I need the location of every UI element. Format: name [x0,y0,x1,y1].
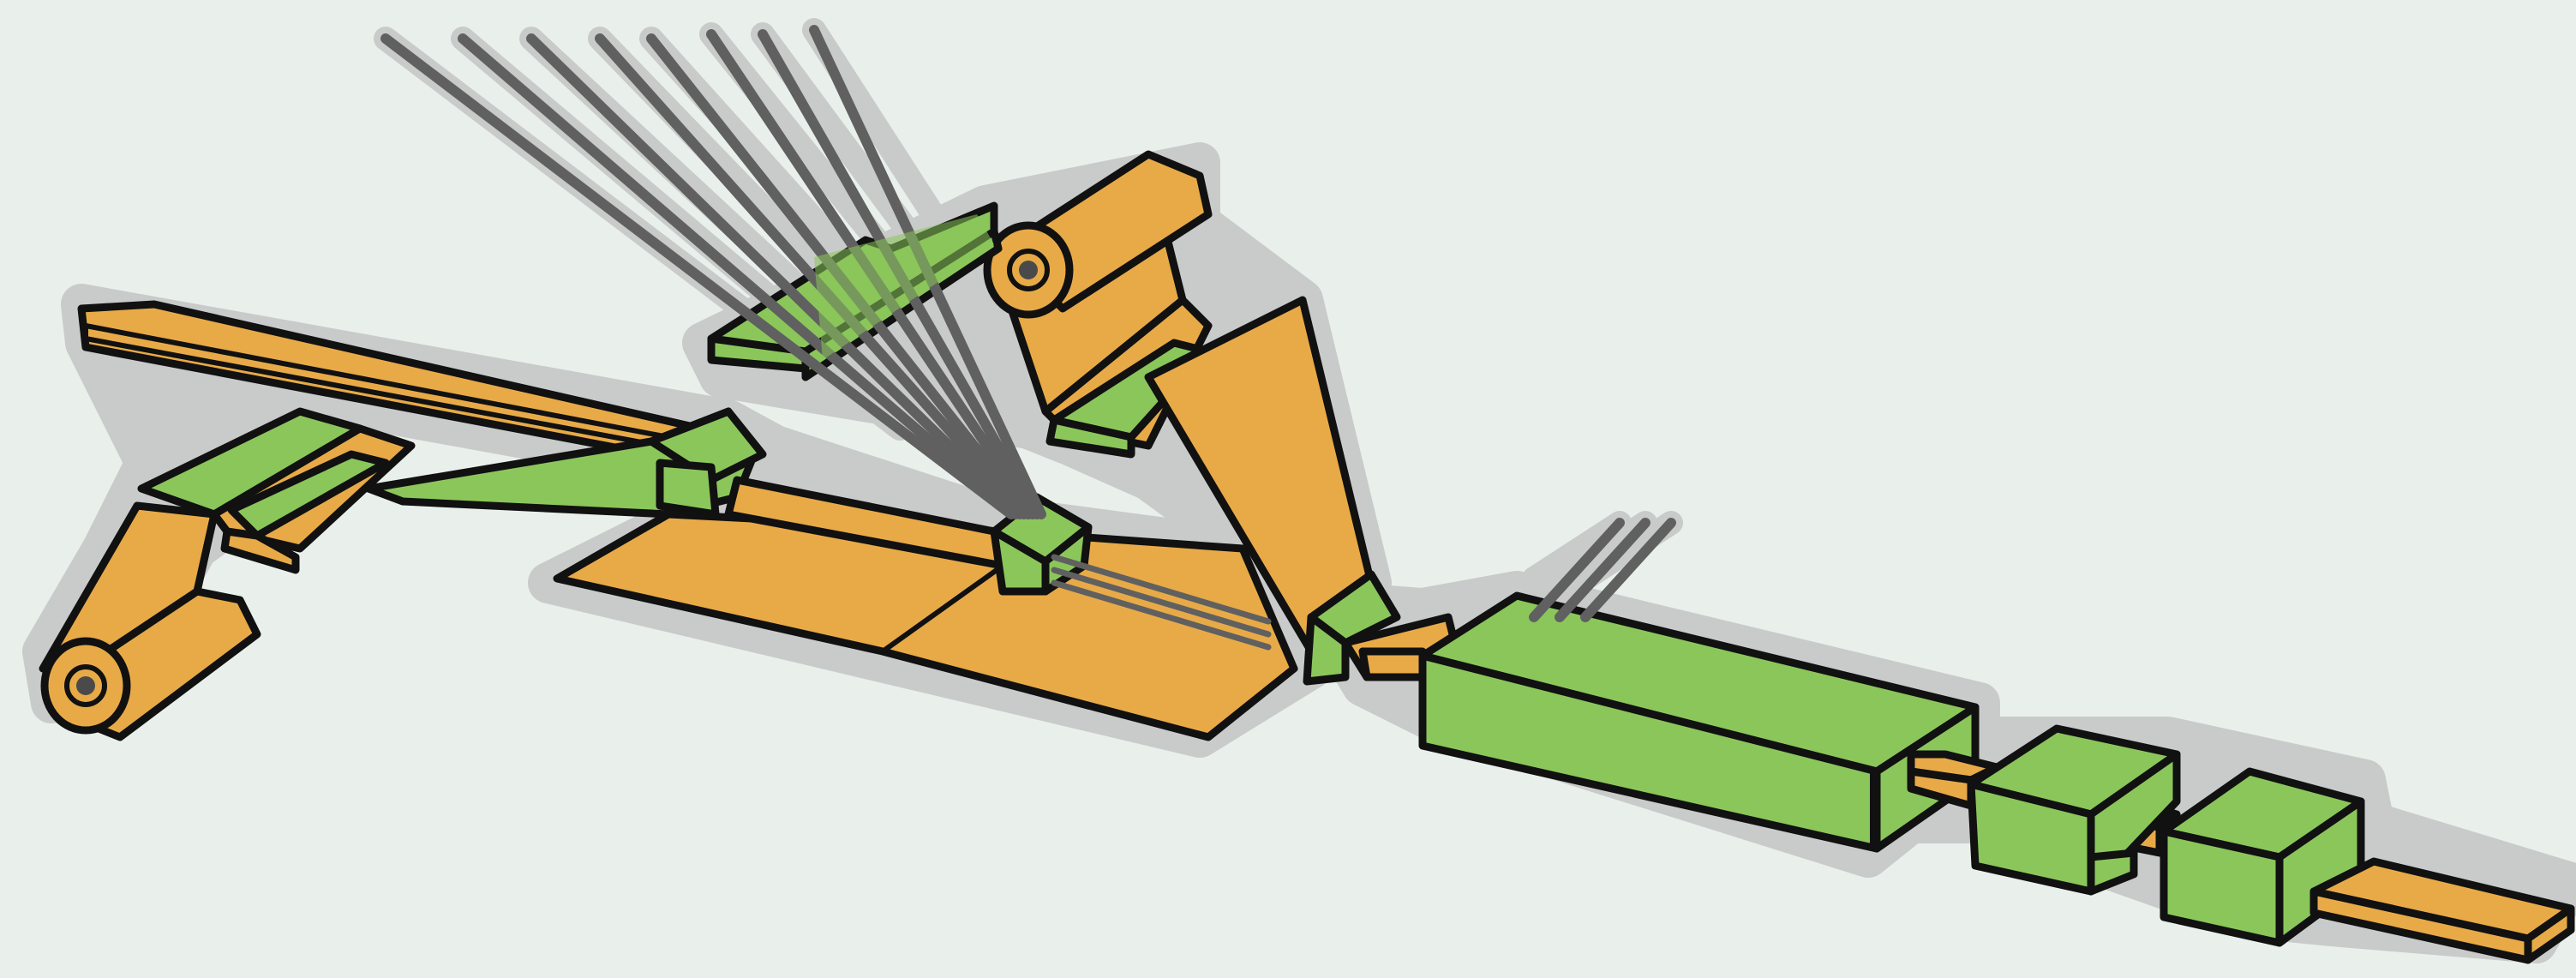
diagram-canvas [0,0,2576,978]
pultrusion-diagram [0,0,2576,978]
